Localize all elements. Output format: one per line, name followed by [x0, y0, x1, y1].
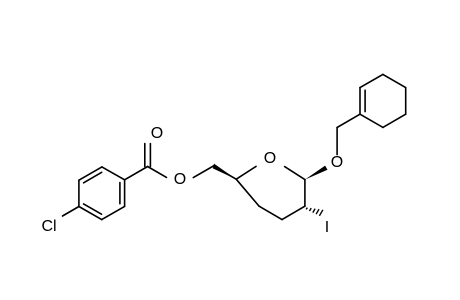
pyran-ring — [235, 165, 306, 221]
atom-ester-oxygen: O — [174, 171, 186, 188]
ester-oxygen-label: O — [174, 171, 186, 188]
stereo-wedge-anomeric — [304, 165, 328, 180]
atom-iodine: I — [325, 219, 329, 236]
stereo-hash-iodine — [305, 207, 324, 217]
ether-oxygen-label: O — [331, 154, 343, 171]
chlorophenyl-ring — [78, 166, 126, 221]
chlorine-label: Cl — [41, 218, 56, 235]
atom-ether-oxygen: O — [331, 154, 343, 171]
atom-ring-oxygen: O — [264, 150, 276, 167]
stereo-wedge-c6 — [212, 163, 237, 180]
atom-chlorine: Cl — [41, 218, 56, 235]
atom-carbonyl-oxygen: O — [151, 125, 163, 142]
cyclohexene-ring — [359, 73, 407, 129]
carbonyl-oxygen-label: O — [151, 125, 163, 142]
ring-oxygen-label: O — [264, 150, 276, 167]
c-cl-bond — [61, 205, 80, 217]
iodine-label: I — [325, 219, 329, 236]
ether-linker — [336, 113, 361, 156]
